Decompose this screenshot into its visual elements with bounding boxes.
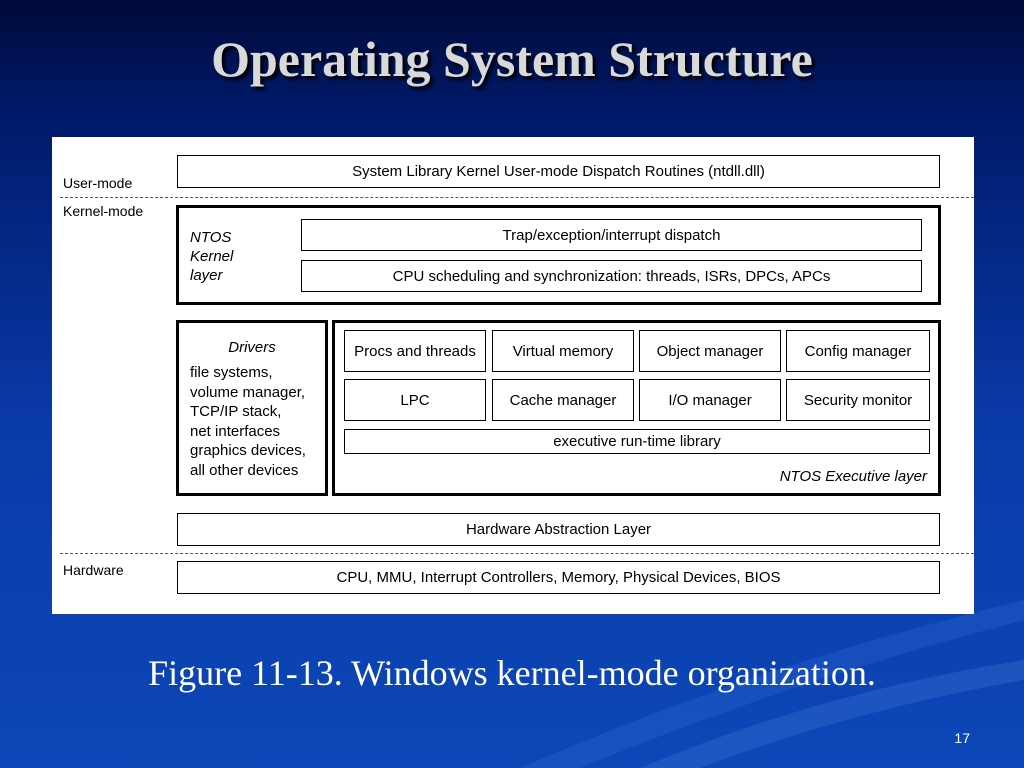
virtual-memory-box: Virtual memory	[492, 330, 634, 372]
drivers-list: file systems, volume manager, TCP/IP sta…	[190, 363, 306, 480]
ntos-kernel-label-line: layer	[190, 267, 223, 284]
kernel-diagram: User-mode Kernel-mode System Library Ker…	[52, 137, 974, 614]
ntdll-box: System Library Kernel User-mode Dispatch…	[177, 155, 940, 188]
drivers-box	[176, 320, 328, 496]
user-mode-label: User-mode	[63, 175, 133, 191]
procs-threads-box: Procs and threads	[344, 330, 486, 372]
cpu-scheduling-box: CPU scheduling and synchronization: thre…	[301, 260, 922, 292]
driver-item: volume manager,	[190, 383, 306, 401]
user-kernel-divider	[60, 197, 974, 198]
driver-item: graphics devices,	[190, 442, 306, 459]
driver-item: net interfaces	[190, 422, 281, 440]
drivers-title: Drivers	[228, 339, 276, 356]
object-manager-box: Object manager	[639, 330, 781, 372]
trap-dispatch-box: Trap/exception/interrupt dispatch	[301, 219, 922, 251]
kernel-mode-label: Kernel-mode	[63, 203, 144, 219]
driver-item: TCP/IP stack,	[190, 403, 282, 420]
config-manager-box: Config manager	[786, 330, 930, 372]
security-monitor-box: Security monitor	[786, 379, 930, 421]
lpc-box: LPC	[344, 379, 486, 421]
hardware-box: CPU, MMU, Interrupt Controllers, Memory,…	[177, 561, 940, 594]
hardware-label: Hardware	[63, 562, 124, 578]
slide-title: Operating System Structure	[211, 31, 813, 87]
figure-caption: Figure 11-13. Windows kernel-mode organi…	[148, 653, 876, 693]
io-manager-box: I/O manager	[639, 379, 781, 421]
ntos-kernel-label: NTOS Kernel layer	[190, 228, 233, 285]
kernel-hardware-divider	[60, 553, 974, 554]
ntos-kernel-label-line: NTOS	[190, 229, 232, 246]
driver-item: all other devices	[190, 461, 299, 479]
page-number: 17	[954, 730, 970, 746]
ntos-executive-label: NTOS Executive layer	[779, 468, 927, 485]
driver-item: file systems,	[190, 364, 273, 381]
runtime-library-box: executive run-time library	[344, 429, 930, 454]
ntos-kernel-label-line: Kernel	[190, 248, 234, 265]
cache-manager-box: Cache manager	[492, 379, 634, 421]
hal-box: Hardware Abstraction Layer	[177, 513, 940, 546]
